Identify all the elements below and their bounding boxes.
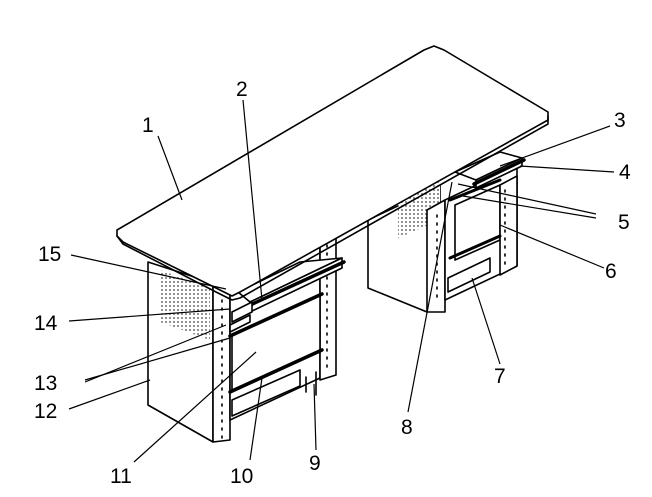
callout-4: 4 xyxy=(619,161,631,184)
callout-13: 13 xyxy=(34,372,57,395)
desk-top xyxy=(116,45,549,301)
callout-7: 7 xyxy=(494,365,506,388)
callout-2: 2 xyxy=(236,78,248,101)
callout-1: 1 xyxy=(142,114,154,137)
callout-9: 9 xyxy=(309,452,321,475)
callout-11: 11 xyxy=(110,465,132,488)
callout-8: 8 xyxy=(401,416,413,439)
callout-14: 14 xyxy=(34,312,58,335)
callout-labels: 1 2 3 4 5 6 7 8 9 10 11 12 13 14 15 xyxy=(34,78,631,488)
right-pedestal xyxy=(367,165,518,313)
leader-lines xyxy=(68,99,615,463)
left-drawer xyxy=(229,257,346,333)
callout-3: 3 xyxy=(614,109,626,132)
callout-6: 6 xyxy=(605,260,617,283)
callout-15: 15 xyxy=(38,243,61,266)
callout-12: 12 xyxy=(34,400,57,423)
callout-5: 5 xyxy=(618,211,630,234)
callout-10: 10 xyxy=(230,465,253,488)
